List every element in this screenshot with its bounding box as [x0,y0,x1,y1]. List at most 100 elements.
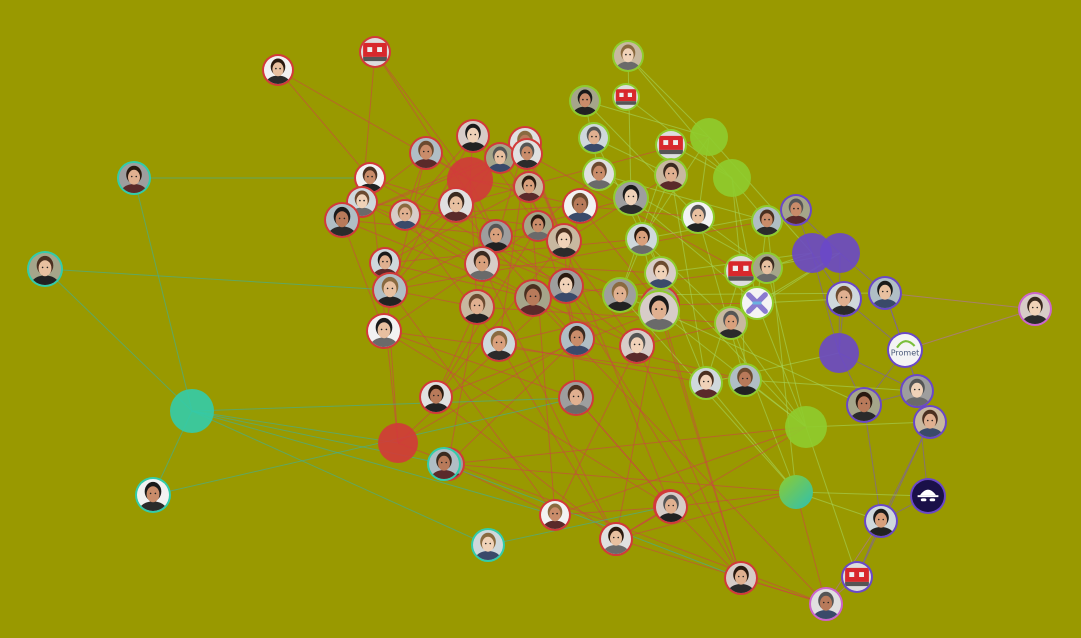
avatar-node[interactable] [558,380,594,422]
graph-edge [435,310,660,398]
graph-edge [565,285,742,579]
graph-edge [884,292,1036,310]
avatar-node[interactable] [372,272,408,314]
avatar-node[interactable] [714,306,748,346]
avatar-node[interactable] [846,387,882,429]
avatar-photo [516,281,550,315]
avatar-node[interactable] [1018,292,1052,332]
avatar-node[interactable] [578,122,610,159]
avatar-node[interactable] [511,138,543,175]
avatar-node[interactable] [562,188,598,230]
avatar-node[interactable] [638,290,680,340]
avatar-node[interactable] [409,136,443,176]
cluster-node[interactable] [785,406,827,448]
avatar-node[interactable] [612,40,644,77]
logo-node[interactable] [910,478,946,514]
graph-edge [575,397,672,508]
avatar-node[interactable] [366,313,402,355]
cluster-node[interactable] [820,233,860,273]
graph-edge [443,463,742,579]
avatar-node[interactable] [569,85,601,122]
avatar-node[interactable] [751,205,783,242]
graph-edge [384,186,530,264]
logo-node[interactable] [655,129,687,161]
avatar-node[interactable] [559,321,595,363]
graph-edge [191,410,489,546]
avatar-node[interactable] [582,157,616,197]
graph-edge [766,267,807,428]
avatar-node[interactable] [324,202,360,244]
avatar-node[interactable] [619,328,655,370]
avatar-node[interactable] [826,281,862,323]
avatar-node[interactable] [654,490,688,530]
avatar-node[interactable] [751,252,783,289]
graph-edge [397,338,578,444]
avatar-node[interactable] [681,200,715,240]
logo-node[interactable] [724,254,758,288]
avatar-node[interactable] [484,142,516,179]
avatar-node[interactable] [780,194,812,231]
avatar-photo [461,291,493,323]
avatar-node[interactable] [809,587,843,627]
avatar-node[interactable] [539,499,571,536]
cluster-node[interactable] [792,233,832,273]
avatar-node[interactable] [513,171,545,208]
avatar-photo [726,563,756,593]
avatar-node[interactable] [913,405,947,445]
graph-edge [627,55,632,199]
avatar-node[interactable] [471,528,505,568]
avatar-photo [513,140,541,168]
cluster-node[interactable] [378,423,418,463]
graph-edge [658,310,742,579]
logo-node[interactable]: Promet [887,332,923,368]
avatar-node[interactable] [864,504,898,544]
avatar-node[interactable] [548,268,584,310]
avatar-photo [614,42,642,70]
avatar-node[interactable] [613,180,649,222]
avatar-node[interactable] [514,279,552,324]
cluster-node[interactable] [819,333,859,373]
avatar-node[interactable] [546,223,582,265]
avatar-node[interactable] [900,374,934,414]
avatar-node[interactable] [644,256,678,296]
avatar-node[interactable] [262,54,294,91]
avatar-node[interactable] [135,477,171,519]
logo-node[interactable] [841,561,873,593]
avatar-photo [391,201,419,229]
avatar-node[interactable] [599,522,633,562]
avatar-photo [429,449,459,479]
avatar-node[interactable] [438,187,474,229]
node-dot [819,333,859,373]
avatar-node[interactable] [459,289,495,331]
avatar-node[interactable] [481,326,517,368]
cluster-node[interactable] [170,389,214,433]
avatar-node[interactable] [625,222,659,262]
graph-edge [191,410,556,516]
avatar-node[interactable] [354,162,386,199]
logo-node[interactable] [612,83,640,111]
avatar-node[interactable] [456,119,490,159]
cluster-node[interactable] [690,118,728,156]
avatar-node[interactable] [728,363,762,403]
avatar-node[interactable] [602,277,638,319]
avatar-node[interactable] [868,276,902,316]
avatar-node[interactable] [724,561,758,601]
avatar-node[interactable] [419,380,453,420]
avatar-photo [561,323,593,355]
logo-node[interactable] [740,286,774,320]
avatar-node[interactable] [479,219,513,259]
avatar-node[interactable] [464,246,500,288]
avatar-node[interactable] [689,366,723,406]
avatar-node[interactable] [117,161,151,201]
avatar-node[interactable] [27,251,63,293]
logo-node[interactable] [359,36,391,68]
avatar-node[interactable] [389,199,421,236]
avatar-photo [601,524,631,554]
avatar-photo [848,389,880,421]
graph-edge [615,426,807,540]
cluster-node[interactable] [713,159,751,197]
cluster-node[interactable] [779,475,813,509]
avatar-node[interactable] [654,158,688,198]
avatar-node[interactable] [427,447,461,487]
graph-edge [744,379,918,392]
